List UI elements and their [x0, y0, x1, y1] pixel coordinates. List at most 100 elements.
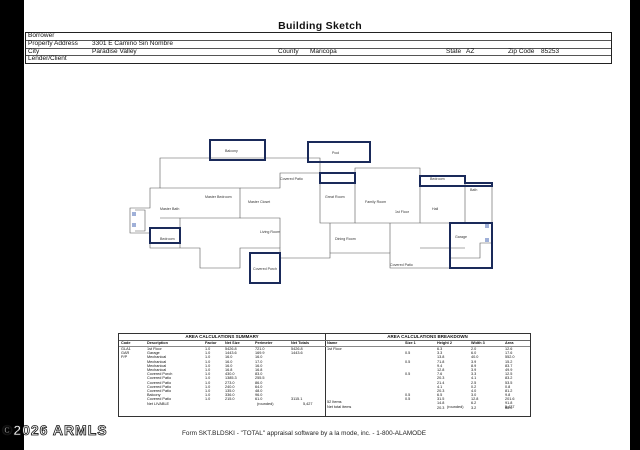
county-label: County [278, 47, 299, 55]
table-cell: 1.0 [205, 359, 211, 364]
table-cell: 31.5 [437, 397, 445, 402]
table-cell: 40.0 [471, 355, 479, 360]
table-cell: 4.0 [471, 388, 477, 393]
floor-plan-sketch: Balcony Pool Covered Patio Master Bedroo… [120, 128, 530, 293]
svg-text:Master Bedroom: Master Bedroom [205, 195, 232, 199]
zip-value: 85253 [541, 47, 560, 55]
table-cell: 96.0 [255, 393, 263, 398]
mechanical-unit [132, 212, 136, 216]
table-cell: 240.0 [225, 384, 235, 389]
table-cell: 20.3 [437, 376, 445, 381]
svg-text:Family Room: Family Room [365, 200, 386, 204]
table-cell: 5426.8 [291, 347, 303, 351]
table-cell: 83.7 [505, 363, 513, 368]
table-cell: Covered Porch [147, 372, 173, 377]
svg-text:Great Room: Great Room [325, 195, 345, 199]
scan-border-left [0, 0, 24, 450]
table-cell: 3.0 [471, 393, 477, 398]
summary-header-net-size: Net Size [225, 341, 240, 345]
area-breakdown-footer-total: Net total items (rounded) 5,427 [325, 405, 530, 409]
mechanical-unit [485, 238, 489, 242]
property-info-table: Borrower Property Address 3301 E Camino … [25, 32, 612, 65]
city-value: Paradise Valley [92, 47, 137, 55]
room-labels: Balcony Pool Covered Patio Master Bedroo… [160, 149, 477, 271]
table-cell: 430.0 [225, 372, 235, 377]
floor-plan-walls [129, 157, 493, 269]
table-cell: Covered Patio [147, 380, 172, 385]
table-cell: 1.0 [205, 388, 211, 393]
table-cell: 83.0 [255, 372, 263, 377]
table-cell: 1.0 [205, 363, 211, 368]
table-cell: Balcony [147, 393, 161, 398]
table-cell: 1.0 [205, 372, 211, 377]
table-cell: 71.8 [437, 359, 445, 364]
balcony-outline [209, 139, 266, 161]
breakdown-footer-mid: (rounded) [447, 405, 464, 409]
covered-porch-outline [249, 252, 281, 284]
svg-text:Covered Patio: Covered Patio [280, 177, 303, 181]
table-cell: 336.0 [225, 393, 235, 398]
table-cell: 81.2 [505, 388, 513, 393]
table-cell: 8.9 [471, 363, 477, 368]
table-cell: 9.4 [437, 363, 443, 368]
table-cell: 1.0 [205, 367, 211, 372]
table-cell: 53.5 [505, 380, 513, 385]
table-cell: 21.4 [437, 380, 445, 385]
pool-outline [307, 141, 371, 163]
breakdown-header-height: Height 2 [437, 341, 452, 345]
table-cell: 3.3 [471, 372, 477, 377]
table-cell: 3.2 [471, 405, 477, 410]
table-cell: 3115.1 [291, 397, 303, 402]
svg-text:Bedroom: Bedroom [430, 177, 445, 181]
summary-header-net-totals: Net Totals [291, 341, 310, 345]
area-breakdown-header: Name Size 1 Height 2 Width 3 Area [325, 341, 530, 347]
breakdown-footer-items: 52 Items [327, 400, 342, 404]
garage-outline [449, 222, 493, 269]
breakdown-footer-total: 5,427 [505, 405, 515, 409]
svg-text:Master Bath: Master Bath [160, 207, 179, 211]
table-row: 9.4 8.9 83.7 [325, 364, 530, 368]
table-cell: 12.8 [437, 367, 445, 372]
breakdown-footer-total-label: Net total items [327, 405, 352, 409]
table-cell: Mechanical [147, 363, 167, 368]
mechanical-outline [149, 227, 181, 244]
breakdown-header-width: Width 3 [471, 341, 485, 345]
table-cell: GLA1 [121, 347, 131, 351]
mechanical-unit [485, 224, 489, 228]
table-cell: 12.6 [505, 347, 513, 351]
table-cell: 552.0 [505, 355, 515, 360]
table-cell: 1385.3 [225, 376, 237, 381]
table-cell: Mechanical [147, 355, 167, 360]
svg-text:Balcony: Balcony [225, 149, 238, 153]
table-cell: 16.0 [255, 363, 263, 368]
covered-patio-east-outline [419, 175, 493, 187]
table-cell: 16.0 [225, 363, 233, 368]
table-cell: 169.9 [255, 351, 265, 356]
table-cell: P/P [121, 355, 128, 360]
table-cell: 2.0 [471, 347, 477, 351]
table-cell: 16.0 [225, 359, 233, 364]
table-cell: 17.0 [255, 359, 263, 364]
mechanical-unit [132, 223, 136, 227]
table-cell: 20.3 [437, 388, 445, 393]
table-cell: 1.0 [205, 384, 211, 389]
table-cell: 16.0 [225, 355, 233, 360]
table-cell: 4.1 [437, 384, 443, 389]
table-cell: 86.0 [255, 380, 263, 385]
table-cell: 3.3 [437, 351, 443, 356]
table-cell: 17.6 [505, 351, 513, 356]
table-cell: Mechanical [147, 367, 167, 372]
area-breakdown-title: AREA CALCULATIONS BREAKDOWN [325, 334, 530, 341]
